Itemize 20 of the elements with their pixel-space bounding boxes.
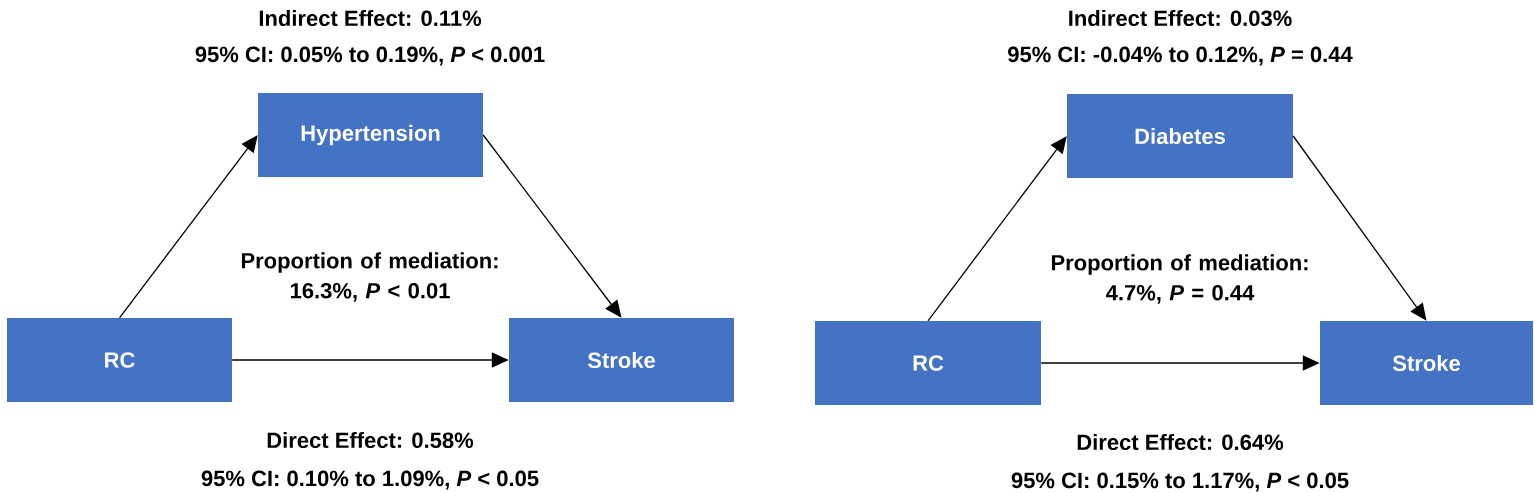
process-box: Stroke bbox=[509, 318, 734, 402]
arrow bbox=[482, 134, 622, 318]
effect-label: 95% CI: 0.10% to 1.09%, P < 0.05 bbox=[201, 470, 539, 490]
process-box: Stroke bbox=[1320, 321, 1533, 405]
process-box: RC bbox=[7, 318, 232, 402]
effect-label: 95% CI: 0.05% to 0.19%, P < 0.001 bbox=[195, 46, 545, 66]
effect-label: Direct Effect: 0.64% bbox=[1077, 433, 1284, 451]
process-box: RC bbox=[815, 321, 1041, 405]
arrow bbox=[927, 136, 1067, 322]
arrow bbox=[118, 135, 258, 319]
process-box: Hypertension bbox=[258, 93, 483, 177]
effect-label: Indirect Effect: 0.03% bbox=[1069, 9, 1292, 27]
effect-label: 95% CI: -0.04% to 0.12%, P = 0.44 bbox=[1008, 46, 1353, 66]
process-box: Diabetes bbox=[1067, 94, 1293, 178]
effect-label: Proportion of mediation: 4.7%, P = 0.44 bbox=[1051, 254, 1308, 304]
effect-label: Indirect Effect: 0.11% bbox=[259, 9, 482, 27]
effect-label: Proportion of mediation: 16.3%, P < 0.01 bbox=[241, 252, 498, 302]
effect-label: 95% CI: 0.15% to 1.17%, P < 0.05 bbox=[1011, 472, 1349, 492]
arrow bbox=[1292, 135, 1427, 321]
effect-label: Direct Effect: 0.58% bbox=[267, 431, 474, 449]
